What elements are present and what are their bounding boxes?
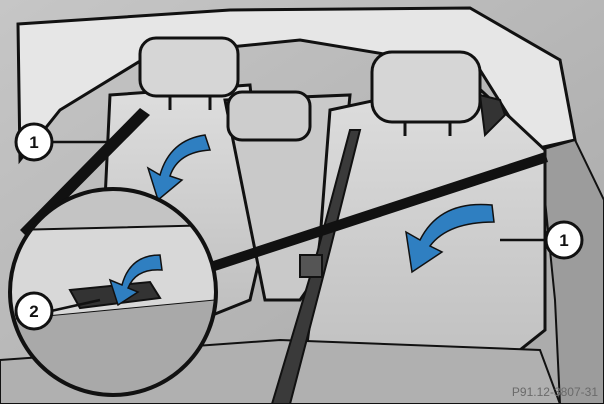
callout-label: 1 <box>29 133 38 152</box>
image-code: P91.12-3807-31 <box>512 385 598 399</box>
callout-1-left: 1 <box>16 124 52 160</box>
right-headrest <box>372 52 480 122</box>
callout-label: 1 <box>559 231 568 250</box>
callout-1-right: 1 <box>546 222 582 258</box>
center-headrest <box>228 92 310 140</box>
belt-buckle <box>300 255 322 277</box>
callout-2: 2 <box>16 293 52 329</box>
left-headrest <box>140 38 238 96</box>
callout-label: 2 <box>29 302 38 321</box>
